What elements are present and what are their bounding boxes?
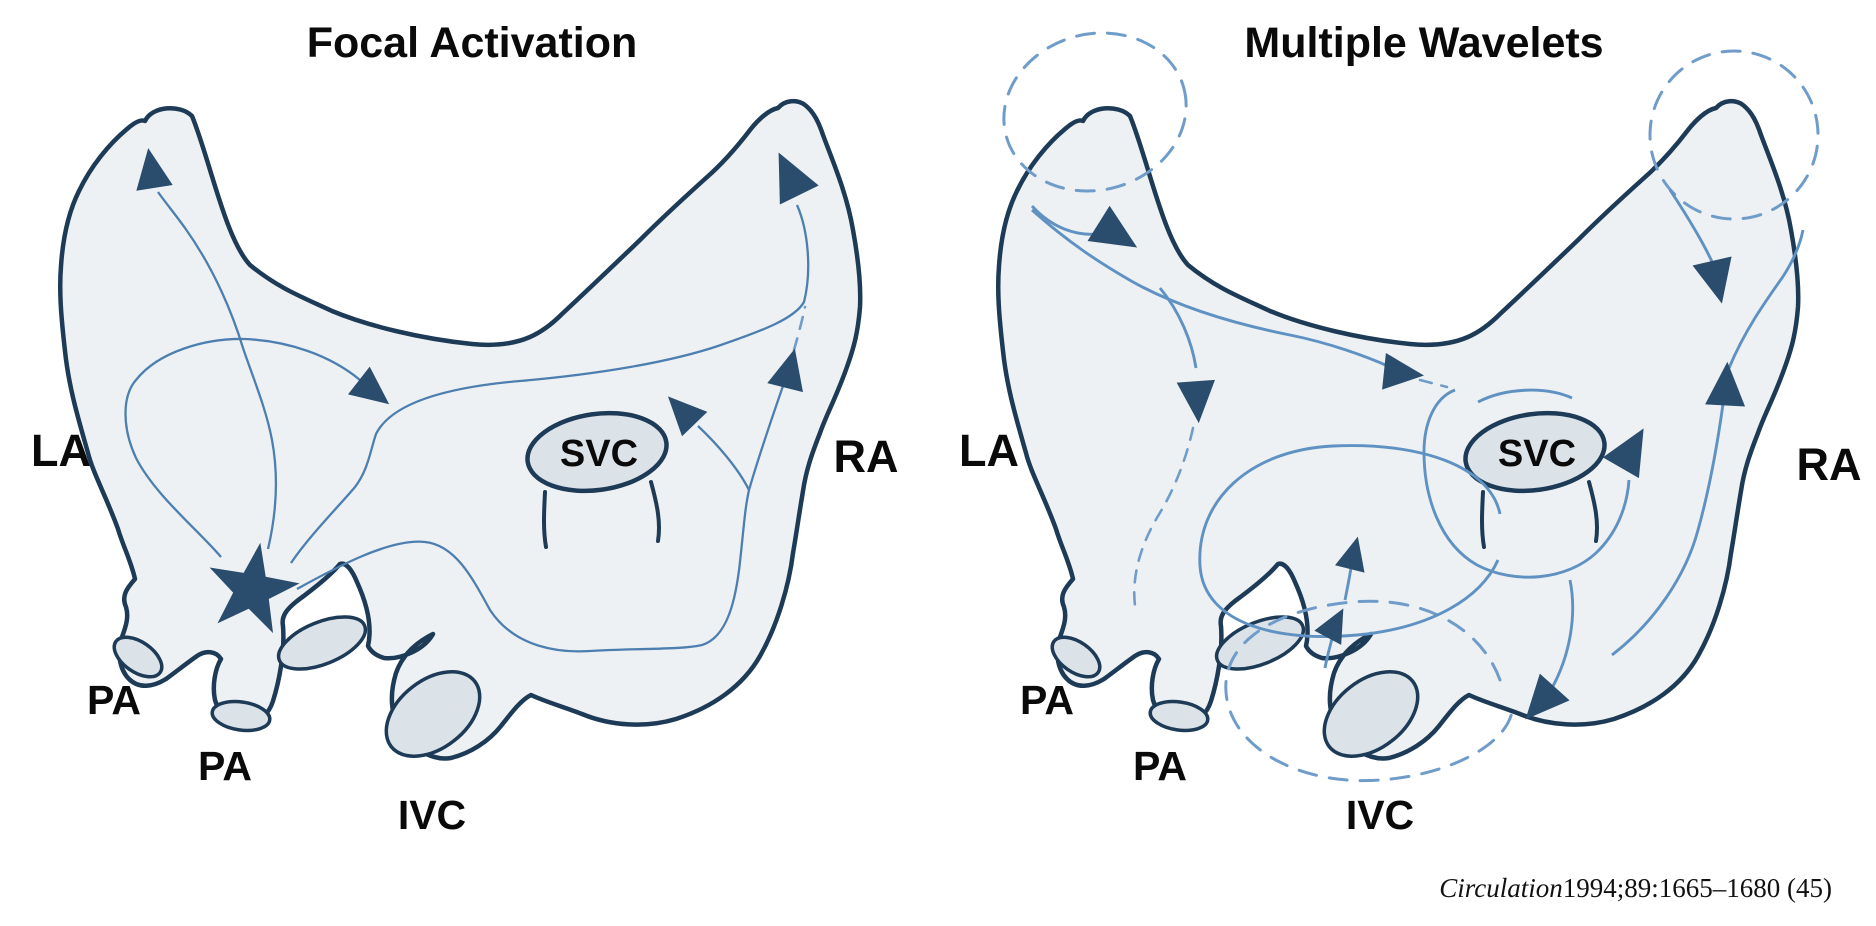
wavefront-la-loop xyxy=(124,337,361,558)
wavelet-branch-dashed xyxy=(1132,426,1195,614)
wavelet-to-ivc-arrow xyxy=(1550,579,1575,689)
label-pa-lower: PA xyxy=(1133,743,1187,789)
wavelet-svc-top-arc xyxy=(1477,388,1573,404)
wavefront-to-la-appendage xyxy=(157,191,278,550)
focal-source-star-icon xyxy=(209,542,300,634)
wavefront-lower-sweep xyxy=(296,385,785,653)
wavelet-pv-loop xyxy=(1198,444,1502,638)
wavelet-center-tail-1 xyxy=(1343,567,1353,601)
panel-title: Multiple Wavelets xyxy=(1244,19,1603,67)
label-ra: RA xyxy=(834,431,899,482)
wavefront-svc-branch xyxy=(697,425,751,491)
label-la: LA xyxy=(31,425,91,476)
label-ivc: IVC xyxy=(398,792,466,838)
wavefront-dashed-gap xyxy=(792,305,807,352)
atrium-left xyxy=(60,101,860,773)
label-pa-upper: PA xyxy=(1020,677,1074,723)
wavelet-sweep-dash xyxy=(1418,378,1449,389)
label-pa-lower: PA xyxy=(198,743,252,789)
label-la: LA xyxy=(959,425,1019,476)
wavelet-branch-down xyxy=(1158,287,1198,369)
citation-reference: 1994;89:1665–1680 (45) xyxy=(1563,873,1832,903)
panel-multiple-wavelets: Multiple Wavelets LA RA PA PA IVC SVC xyxy=(959,19,1862,838)
citation-journal: Circulation xyxy=(1439,873,1563,903)
dashed-circuit-la-appendage xyxy=(1002,31,1188,193)
wavefront-upper-sweep-to-ra xyxy=(290,204,810,564)
label-pa-upper: PA xyxy=(87,677,141,723)
wavelet-svc-loop xyxy=(1422,388,1631,579)
wavelet-ra-ascender xyxy=(1611,403,1725,657)
label-svc: SVC xyxy=(1498,433,1576,475)
citation: Circulation1994;89:1665–1680 (45) xyxy=(1439,873,1832,903)
wavelet-long-sweep xyxy=(1031,208,1391,369)
label-ivc: IVC xyxy=(1346,792,1414,838)
dashed-circuit-ivc xyxy=(1224,599,1514,783)
panel-title: Focal Activation xyxy=(307,19,638,67)
panel-focal-activation: Focal Activation LA RA PA PA IVC SVC xyxy=(31,19,899,838)
label-ra: RA xyxy=(1797,439,1862,490)
wavelet-ra-horn-descent xyxy=(1668,189,1715,265)
dashed-circuit-ra-appendage xyxy=(1648,49,1820,221)
label-svc: SVC xyxy=(560,433,638,475)
wavelet-ra-ascender-upper xyxy=(1727,229,1805,369)
